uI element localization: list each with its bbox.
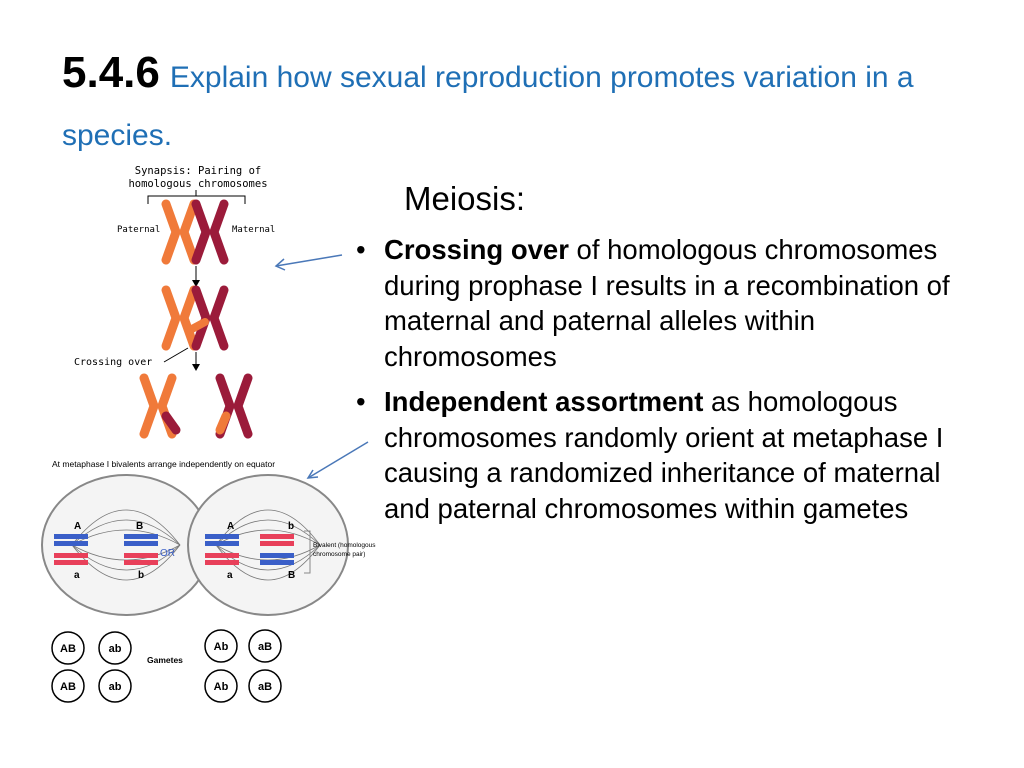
maternal-segment — [161, 411, 181, 435]
allele-label: b — [288, 521, 294, 532]
crossing-over-diagram: Synapsis: Pairing of homologous chromoso… — [74, 165, 275, 445]
gamete-label: Ab — [214, 641, 229, 653]
allele-label: a — [74, 570, 80, 581]
down-arrow-head — [192, 280, 200, 287]
gamete-label: aB — [258, 641, 272, 653]
section-number: 5.4.6 — [62, 48, 160, 97]
synapsis-label-1: Synapsis: Pairing of — [135, 165, 261, 177]
gamete-label: AB — [60, 643, 76, 655]
bullet-list: • Crossing over of homologous chromosome… — [350, 232, 990, 536]
bullet-dot: • — [356, 386, 366, 417]
gamete-label: AB — [60, 681, 76, 693]
synapsis-label-2: homologous chromosomes — [128, 178, 267, 190]
gametes-label: Gametes — [147, 655, 183, 665]
gamete-label: ab — [109, 643, 122, 655]
bullet-text: as homologous chromosomes randomly orien… — [384, 386, 944, 524]
allele-label: A — [74, 521, 81, 532]
arrow-line — [307, 441, 369, 479]
arrow-line — [275, 254, 343, 267]
bullet-bold: Independent assortment — [384, 386, 704, 417]
pointer-line — [163, 347, 189, 363]
bullet-independent-assortment: • Independent assortment as homologous c… — [350, 384, 990, 526]
allele-label: b — [138, 570, 144, 581]
down-arrow-head — [192, 364, 200, 371]
bivalent-label-1: Bivalent (homologous — [313, 542, 376, 549]
subtitle: Meiosis: — [404, 180, 526, 217]
crossover-segment — [186, 318, 209, 334]
maternal-label: Maternal — [232, 225, 275, 235]
allele-label: B — [288, 570, 295, 581]
arrow-head — [274, 258, 286, 271]
cell-1: A B a b — [41, 474, 211, 616]
cell-2: A b a B — [187, 474, 349, 616]
or-label: OR — [160, 548, 175, 559]
allele-label: a — [227, 570, 233, 581]
gamete-label: Ab — [214, 681, 229, 693]
paternal-segment — [215, 411, 231, 435]
gamete-label: ab — [109, 681, 122, 693]
gamete-label: aB — [258, 681, 272, 693]
bullet-dot: • — [356, 234, 366, 265]
paternal-label: Paternal — [117, 225, 160, 235]
allele-label: B — [136, 521, 143, 532]
bullet-bold: Crossing over — [384, 234, 569, 265]
title-text: Explain how sexual reproduction promotes… — [62, 61, 914, 152]
bivalent-label-2: chromosome pair) — [313, 551, 365, 558]
gametes: AB ab AB ab Ab aB Ab aB — [51, 629, 282, 703]
crossing-over-label: Crossing over — [74, 357, 152, 368]
independent-assortment-diagram: At metaphase I bivalents arrange indepen… — [41, 459, 376, 703]
bullet-crossing-over: • Crossing over of homologous chromosome… — [350, 232, 990, 374]
allele-label: A — [227, 521, 234, 532]
bivalent-bracket — [304, 530, 311, 574]
arrow-head — [306, 469, 319, 479]
metaphase-heading: At metaphase I bivalents arrange indepen… — [52, 459, 275, 469]
bullet-text: of homologous chromosomes during prophas… — [384, 234, 950, 372]
